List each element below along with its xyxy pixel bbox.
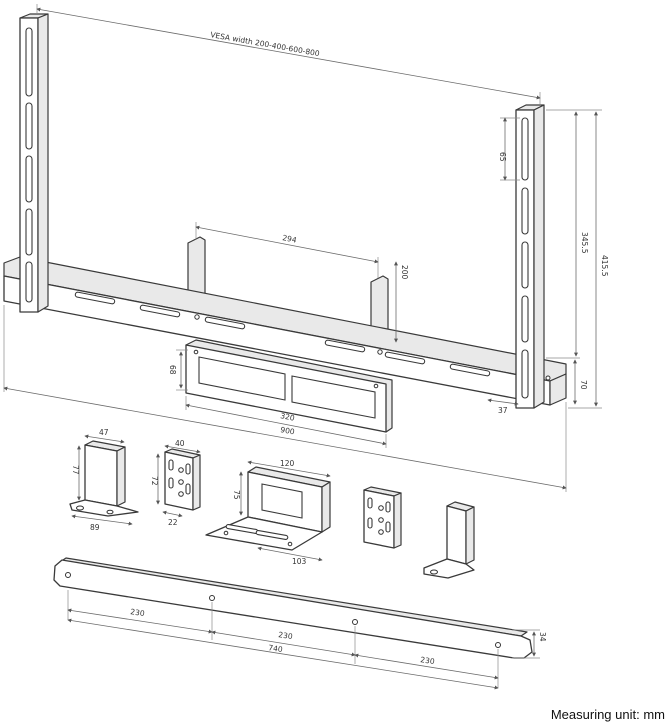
- dim-rail-740: 740: [268, 643, 284, 654]
- l-bracket-dimensions: 47 77 89: [71, 428, 133, 532]
- dim-shelf-75: 75: [232, 490, 241, 500]
- dim-shelf-103: 103: [292, 557, 307, 566]
- dim-upright-slot: 65: [498, 152, 507, 162]
- dim-vesa-width: VESA width 200-400-600-800: [210, 30, 321, 58]
- bar-slots: [74, 291, 491, 377]
- adapter-plate-part-2: [363, 486, 402, 549]
- dim-box-68: 68: [168, 365, 177, 375]
- dim-height-415: 415.5: [600, 255, 609, 277]
- shelf-dimensions: 120 75 103: [232, 459, 331, 566]
- measuring-unit-label: Measuring unit: mm: [550, 707, 665, 722]
- left-vertical-upright: [19, 13, 49, 313]
- dim-tab-200: 200: [400, 265, 409, 280]
- l-bracket-part-2: [423, 501, 475, 579]
- l-bracket-part: [69, 440, 139, 517]
- dim-depth-70: 70: [579, 380, 588, 390]
- dim-offset-37: 37: [498, 406, 508, 415]
- adapter-plate-part: [164, 448, 201, 511]
- dim-rail-230-c: 230: [420, 655, 436, 666]
- long-rail-dimensions: 230 230 230 740 34: [67, 590, 547, 690]
- dim-plate-22: 22: [168, 518, 178, 527]
- dim-box-320: 320: [280, 411, 296, 423]
- dim-rail-230-a: 230: [130, 607, 146, 618]
- right-vertical-upright: [515, 104, 545, 409]
- shelf-part: [205, 466, 331, 551]
- dim-l-bracket-47: 47: [99, 428, 109, 437]
- dim-l-bracket-89: 89: [90, 523, 100, 532]
- dim-rail-230-b: 230: [278, 630, 294, 641]
- dim-shelf-120: 120: [280, 459, 295, 468]
- dim-center-294: 294: [282, 233, 298, 245]
- dim-rail-34: 34: [538, 632, 547, 642]
- adapter-plate-dimensions: 40 72 22: [150, 439, 201, 527]
- dim-height-345: 345.5: [580, 232, 589, 254]
- dim-plate-72: 72: [150, 476, 159, 486]
- dim-l-bracket-77: 77: [71, 465, 80, 475]
- dim-plate-40: 40: [175, 439, 185, 448]
- main-bracket-assembly: [3, 13, 567, 433]
- dim-bar-900: 900: [280, 425, 296, 436]
